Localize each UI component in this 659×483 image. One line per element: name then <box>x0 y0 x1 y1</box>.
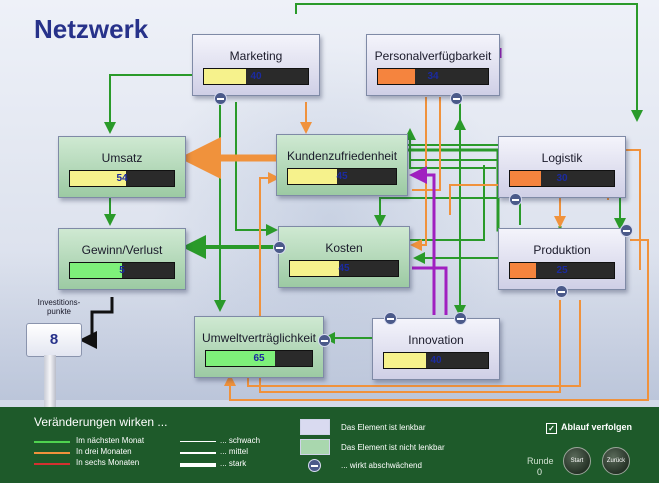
links-next-month <box>104 3 643 344</box>
value-bar: 25 <box>509 262 615 279</box>
legend-line-strong <box>180 463 216 467</box>
value-text: 5 <box>119 265 125 276</box>
node-marketing[interactable]: Marketing 40 <box>192 34 320 96</box>
round-value: 0 <box>537 467 543 477</box>
dampening-icon <box>620 224 633 237</box>
invest-points-value: 8 <box>49 331 59 348</box>
follow-checkbox[interactable]: ✓ Ablauf verfolgen <box>546 422 632 434</box>
dampening-icon <box>454 312 467 325</box>
legend-not-steerable: Das Element ist nicht lenkbar <box>341 443 445 452</box>
dampening-icon <box>509 193 522 206</box>
page-title: Netzwerk <box>34 14 149 44</box>
value-bar-fill <box>288 169 337 184</box>
node-label: Kundenzufriedenheit <box>286 149 398 163</box>
node-logistik[interactable]: Logistik 30 <box>498 136 626 198</box>
value-bar: 30 <box>509 170 615 187</box>
network-links <box>79 3 649 401</box>
value-bar: 40 <box>383 352 489 369</box>
node-label: Marketing <box>229 49 283 63</box>
legend-next-month: Im nächsten Monat <box>76 436 145 445</box>
start-button[interactable]: Start <box>563 447 591 475</box>
value-bar-fill <box>206 351 275 366</box>
legend-title: Veränderungen wirken ... <box>34 415 168 429</box>
legend-line-medium <box>180 452 216 454</box>
value-bar: 45 <box>287 168 397 185</box>
invest-sign-post <box>44 355 56 407</box>
value-text: 40 <box>430 355 442 366</box>
node-label: Logistik <box>541 151 583 165</box>
node-innovation[interactable]: Innovation 40 <box>372 318 500 380</box>
node-umweltvertraeglichkeit: Umweltverträglichkeit 65 <box>194 316 324 378</box>
value-bar-fill <box>204 69 246 84</box>
links-purple <box>409 48 502 315</box>
value-text: 30 <box>556 173 568 184</box>
start-label: Start <box>570 458 584 464</box>
dampening-icon <box>555 285 568 298</box>
node-gewinn-verlust: Gewinn/Verlust 5 <box>58 228 186 290</box>
value-bar-fill <box>290 261 339 276</box>
value-bar: 5 <box>69 262 175 279</box>
dampening-icon <box>214 92 227 105</box>
value-bar-fill <box>510 171 542 186</box>
dampening-icon <box>384 312 397 325</box>
dampening-icon <box>318 334 331 347</box>
legend-line-weak <box>180 441 216 442</box>
node-label: Produktion <box>533 243 591 257</box>
legend-weak: ... schwach <box>220 436 261 445</box>
dampening-icon <box>450 92 463 105</box>
legend-six-months: In sechs Monaten <box>76 458 140 467</box>
value-text: 40 <box>250 71 262 82</box>
value-bar: 54 <box>69 170 175 187</box>
legend-swatch-not-steerable <box>300 439 330 455</box>
node-kundenzufriedenheit: Kundenzufriedenheit 45 <box>276 134 408 196</box>
value-text: 65 <box>253 353 265 364</box>
legend-swatch-steerable <box>300 419 330 435</box>
value-bar-fill <box>378 69 416 84</box>
follow-label: Ablauf verfolgen <box>561 422 633 432</box>
round-label: Runde <box>527 456 554 466</box>
dampening-icon <box>273 241 286 254</box>
value-bar-fill <box>70 263 122 278</box>
legend-dampening: ... wirkt abschwächend <box>341 461 422 470</box>
dampening-icon <box>308 459 321 472</box>
value-text: 45 <box>336 171 348 182</box>
node-label: Gewinn/Verlust <box>81 243 163 257</box>
node-label: Umsatz <box>101 151 143 165</box>
value-text: 54 <box>116 173 128 184</box>
value-bar-fill <box>510 263 536 278</box>
back-label: Zurück <box>606 458 626 464</box>
node-produktion[interactable]: Produktion 25 <box>498 228 626 290</box>
value-bar: 40 <box>203 68 309 85</box>
node-umsatz: Umsatz 54 <box>58 136 186 198</box>
legend-line-next-month <box>34 441 70 443</box>
value-text: 45 <box>338 263 350 274</box>
node-label: Personalverfügbarkeit <box>374 49 492 63</box>
legend-three-months: In drei Monaten <box>76 447 132 456</box>
node-label: Innovation <box>408 333 464 347</box>
legend-steerable: Das Element ist lenkbar <box>341 423 426 432</box>
legend-medium: ... mittel <box>220 447 249 456</box>
value-bar: 45 <box>289 260 399 277</box>
value-bar-fill <box>70 171 127 186</box>
legend-strong: ... stark <box>220 459 247 468</box>
value-text: 25 <box>556 265 568 276</box>
checkbox-icon[interactable]: ✓ <box>546 423 557 434</box>
invest-link <box>79 297 114 349</box>
value-bar: 34 <box>377 68 489 85</box>
node-kosten: Kosten 45 <box>278 226 410 288</box>
invest-label: Investitions- punkte <box>37 298 81 316</box>
back-button[interactable]: Zurück <box>602 447 630 475</box>
node-personalverfuegbarkeit[interactable]: Personalverfügbarkeit 34 <box>366 34 500 96</box>
legend-line-six-months <box>34 463 70 465</box>
node-label: Kosten <box>325 241 363 255</box>
legend-panel: Veränderungen wirken ... Im nächsten Mon… <box>0 407 659 483</box>
value-text: 34 <box>427 71 439 82</box>
invest-points-sign: 8 <box>26 323 82 357</box>
value-bar-fill <box>384 353 426 368</box>
value-bar: 65 <box>205 350 313 367</box>
node-label: Umweltverträglichkeit <box>201 331 317 345</box>
legend-line-three-months <box>34 452 70 454</box>
